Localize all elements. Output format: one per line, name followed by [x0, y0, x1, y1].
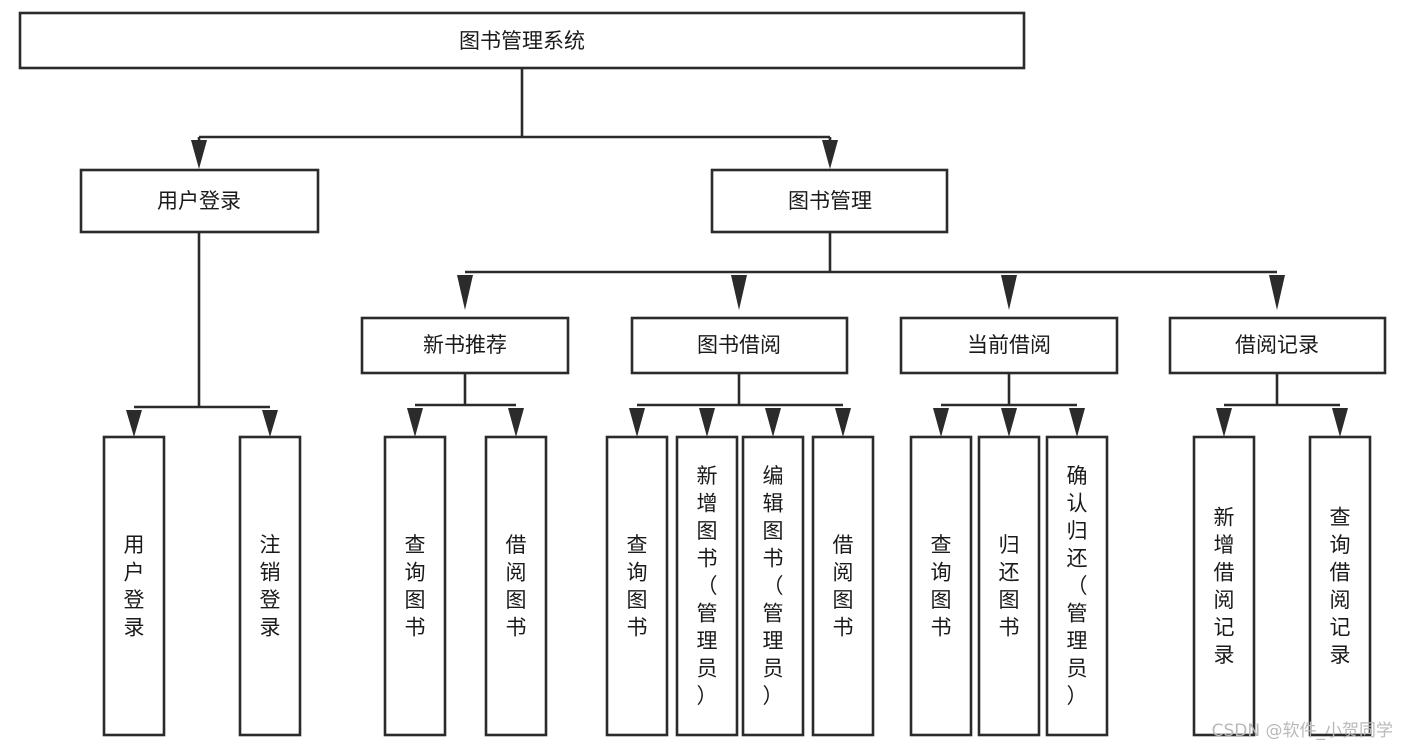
node-leaf-return-book-box[interactable]	[977, 435, 1041, 737]
node-borrow-record[interactable]: 借阅记录	[1168, 316, 1387, 375]
arrow-to-leaf-query-book-c	[933, 408, 949, 437]
node-book-borrow-box[interactable]	[630, 316, 849, 375]
node-borrow-record-label: 借阅记录	[1235, 333, 1319, 357]
connector-layer	[126, 68, 1348, 437]
node-user-login-label: 用户登录	[157, 189, 241, 213]
node-leaf-borrow-book-b-label: 借阅图书	[833, 533, 854, 640]
arrow-to-leaf-borrow-book-a	[508, 408, 524, 437]
arrow-to-leaf-logout	[262, 410, 278, 437]
node-book-manage-label: 图书管理	[788, 189, 872, 213]
node-leaf-add-borrow-record[interactable]: 新增借阅记录	[1192, 435, 1256, 737]
node-leaf-query-book-c-label: 查询图书	[931, 533, 952, 640]
arrow-to-leaf-confirm-return	[1069, 408, 1085, 437]
arrow-to-book-manage	[822, 140, 838, 169]
arrow-to-leaf-add-book-admin	[699, 408, 715, 437]
node-book-borrow[interactable]: 图书借阅	[630, 316, 849, 375]
arrow-to-leaf-query-book-b	[629, 408, 645, 437]
arrow-to-current-borrow	[1001, 275, 1017, 310]
node-leaf-add-book-admin-box[interactable]	[675, 435, 739, 737]
node-leaf-edit-book-admin-label: 编辑图书（管理员）	[763, 464, 784, 708]
arrow-to-leaf-query-borrow-record	[1332, 408, 1348, 437]
node-leaf-confirm-return-admin-label: 确认归还（管理员）	[1067, 464, 1088, 708]
arrow-to-book-borrow	[731, 275, 747, 310]
node-root-label: 图书管理系统	[459, 29, 585, 53]
node-borrow-record-box[interactable]	[1168, 316, 1387, 375]
node-leaf-add-borrow-record-box[interactable]	[1192, 435, 1256, 737]
arrow-to-leaf-borrow-book-b	[835, 408, 851, 437]
node-leaf-query-book-b[interactable]: 查询图书	[605, 435, 669, 737]
node-leaf-add-book-admin[interactable]: 新增图书（管理员）	[675, 435, 739, 737]
arrow-to-leaf-user-login	[126, 410, 142, 437]
node-new-book-rec-label: 新书推荐	[423, 333, 507, 357]
node-leaf-query-borrow-record-label: 查询借阅记录	[1330, 505, 1351, 667]
node-leaf-query-borrow-record-box[interactable]	[1308, 435, 1372, 737]
arrow-to-leaf-add-borrow-record	[1216, 408, 1232, 437]
arrow-to-leaf-edit-book-admin	[765, 408, 781, 437]
node-leaf-logout[interactable]: 注销登录	[238, 435, 302, 737]
node-leaf-user-login[interactable]: 用户登录	[102, 435, 166, 737]
node-leaf-edit-book-admin-box[interactable]	[741, 435, 805, 737]
arrow-to-leaf-return-book	[1001, 408, 1017, 437]
node-current-borrow-box[interactable]	[899, 316, 1119, 375]
node-leaf-query-book-b-box[interactable]	[605, 435, 669, 737]
node-new-book-rec-box[interactable]	[360, 316, 570, 375]
arrow-to-new-book-rec	[457, 275, 473, 310]
node-current-borrow-label: 当前借阅	[967, 333, 1051, 357]
node-leaf-edit-book-admin[interactable]: 编辑图书（管理员）	[741, 435, 805, 737]
node-root-box[interactable]	[18, 11, 1026, 70]
node-leaf-query-book-a[interactable]: 查询图书	[383, 435, 447, 737]
node-leaf-borrow-book-b-box[interactable]	[811, 435, 875, 737]
node-leaf-borrow-book-a-box[interactable]	[484, 435, 548, 737]
node-leaf-borrow-book-a[interactable]: 借阅图书	[484, 435, 548, 737]
node-leaf-user-login-box[interactable]	[102, 435, 166, 737]
arrow-to-user-login	[191, 140, 207, 169]
node-leaf-add-borrow-record-label: 新增借阅记录	[1214, 505, 1235, 667]
node-leaf-return-book[interactable]: 归还图书	[977, 435, 1041, 737]
node-new-book-rec[interactable]: 新书推荐	[360, 316, 570, 375]
node-leaf-logout-label: 注销登录	[260, 533, 281, 640]
node-leaf-query-book-c[interactable]: 查询图书	[909, 435, 973, 737]
node-leaf-return-book-label: 归还图书	[999, 533, 1020, 640]
node-leaf-query-book-b-label: 查询图书	[627, 533, 648, 640]
node-leaf-query-book-a-label: 查询图书	[405, 533, 426, 640]
node-book-manage-box[interactable]	[710, 168, 949, 234]
node-leaf-confirm-return-admin[interactable]: 确认归还（管理员）	[1045, 435, 1109, 737]
node-leaf-user-login-label: 用户登录	[124, 533, 145, 640]
node-leaf-query-book-c-box[interactable]	[909, 435, 973, 737]
node-leaf-add-book-admin-label: 新增图书（管理员）	[697, 464, 718, 708]
node-user-login[interactable]: 用户登录	[79, 168, 320, 234]
node-leaf-query-borrow-record[interactable]: 查询借阅记录	[1308, 435, 1372, 737]
node-root[interactable]: 图书管理系统	[18, 11, 1026, 70]
arrow-to-borrow-record	[1269, 275, 1285, 310]
arrow-to-leaf-query-book-a	[407, 408, 423, 437]
node-leaf-confirm-return-admin-box[interactable]	[1045, 435, 1109, 737]
node-leaf-query-book-a-box[interactable]	[383, 435, 447, 737]
node-book-manage[interactable]: 图书管理	[710, 168, 949, 234]
node-leaf-borrow-book-a-label: 借阅图书	[506, 533, 527, 640]
watermark-label: CSDN @软件_小贺同学	[1212, 721, 1393, 741]
node-leaf-borrow-book-b[interactable]: 借阅图书	[811, 435, 875, 737]
node-current-borrow[interactable]: 当前借阅	[899, 316, 1119, 375]
node-leaf-logout-box[interactable]	[238, 435, 302, 737]
node-book-borrow-label: 图书借阅	[697, 333, 781, 357]
node-user-login-box[interactable]	[79, 168, 320, 234]
